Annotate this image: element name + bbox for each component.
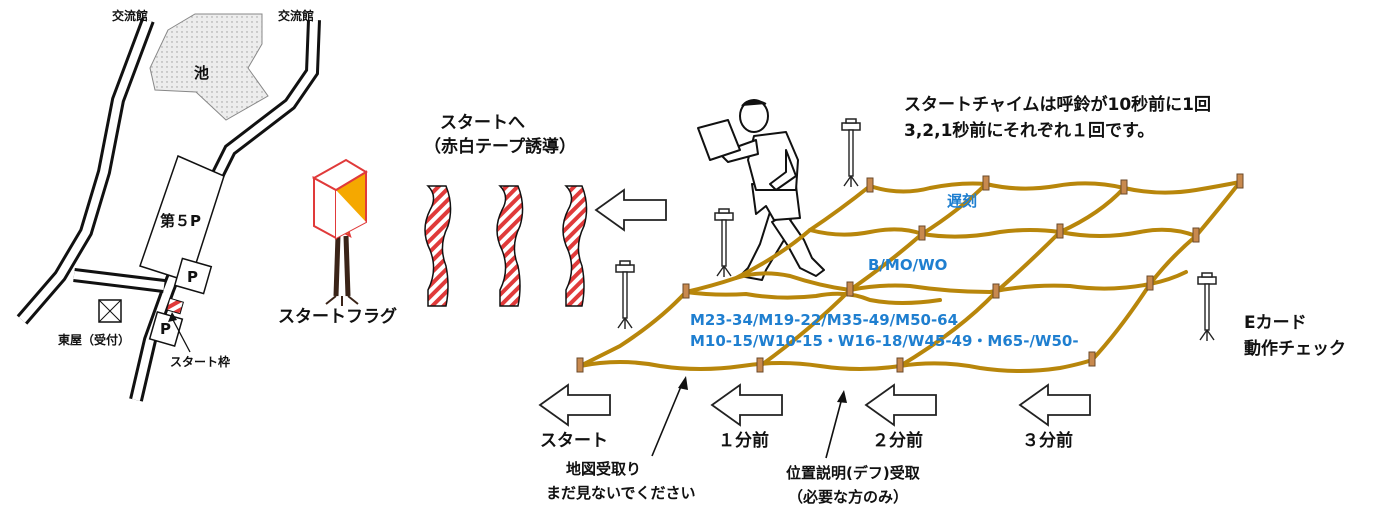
kouryukan-left-label: 交流館 [112, 8, 148, 23]
to-start-line1: スタートへ [440, 113, 525, 133]
lane-classes-line1: M23-34/M19-22/M35-49/M50-64 [690, 311, 958, 329]
start-flag-label: スタートフラグ [278, 306, 397, 327]
chime-text-line1: スタートチャイムは呼鈴が10秒前に1回 [904, 94, 1211, 115]
step-one-min-label: １分前 [718, 430, 769, 451]
arrow-two-min [865, 384, 937, 426]
map-receive-line2: まだ見ないでください [546, 484, 696, 502]
ecard-label-line2: 動作チェック [1244, 338, 1346, 359]
azumaya-label: 東屋（受付） [58, 332, 130, 347]
pond-label: 池 [194, 64, 209, 82]
parking-b-label: P [160, 320, 171, 338]
chime-bell-mid [714, 208, 734, 278]
start-frame-label: スタート枠 [170, 354, 230, 369]
kouryukan-right-label: 交流館 [278, 8, 314, 23]
desc-line2: （必要な方のみ） [788, 488, 908, 506]
chime-bell-top [841, 118, 861, 188]
map-receive-line1: 地図受取り [566, 460, 641, 478]
start-frame-box [165, 297, 185, 315]
to-start-line2: （赤白テープ誘導） [424, 136, 576, 157]
step-three-min-label: ３分前 [1022, 430, 1073, 451]
start-frame-pointer [171, 317, 191, 353]
pond [149, 13, 269, 121]
chime-text-line2: 3,2,1秒前にそれぞれ１回です。 [904, 120, 1154, 141]
step-start-label: スタート [540, 431, 608, 451]
start-flag [311, 158, 368, 306]
ecard-label-line1: Eカード [1244, 313, 1307, 333]
lane-b-class-label: B/MO/WO [868, 256, 947, 274]
guide-tapes [424, 185, 588, 307]
arrow-three-min [1019, 384, 1091, 426]
arrow-to-start-flag [595, 189, 667, 231]
map-receive-pointer [651, 383, 683, 457]
start-lanes-grid [576, 173, 1244, 373]
guide-tape-3 [562, 185, 588, 307]
parking-a-label: P [187, 268, 198, 286]
runner-figure [697, 99, 825, 281]
desc-pointer [825, 397, 843, 459]
arrow-start [539, 384, 611, 426]
desc-line1: 位置説明(デフ)受取 [786, 464, 921, 482]
parking-a-area [173, 257, 213, 295]
guide-tape-2 [496, 185, 524, 307]
lane-classes-line2: M10-15/W10-15・W16-18/W45-49・M65-/W50- [690, 332, 1079, 350]
step-two-min-label: ２分前 [872, 430, 923, 451]
parking-5-label: 第５P [160, 212, 201, 230]
ecard-bell [1197, 272, 1217, 342]
arrow-one-min [711, 384, 783, 426]
lane-late-label: 遅刻 [947, 192, 977, 210]
chime-bell-left [615, 260, 635, 330]
guide-tape-1 [424, 185, 452, 307]
site-map: 第５P P P 交流館 交流館 池 東屋（受付） スタート枠 [16, 8, 321, 402]
